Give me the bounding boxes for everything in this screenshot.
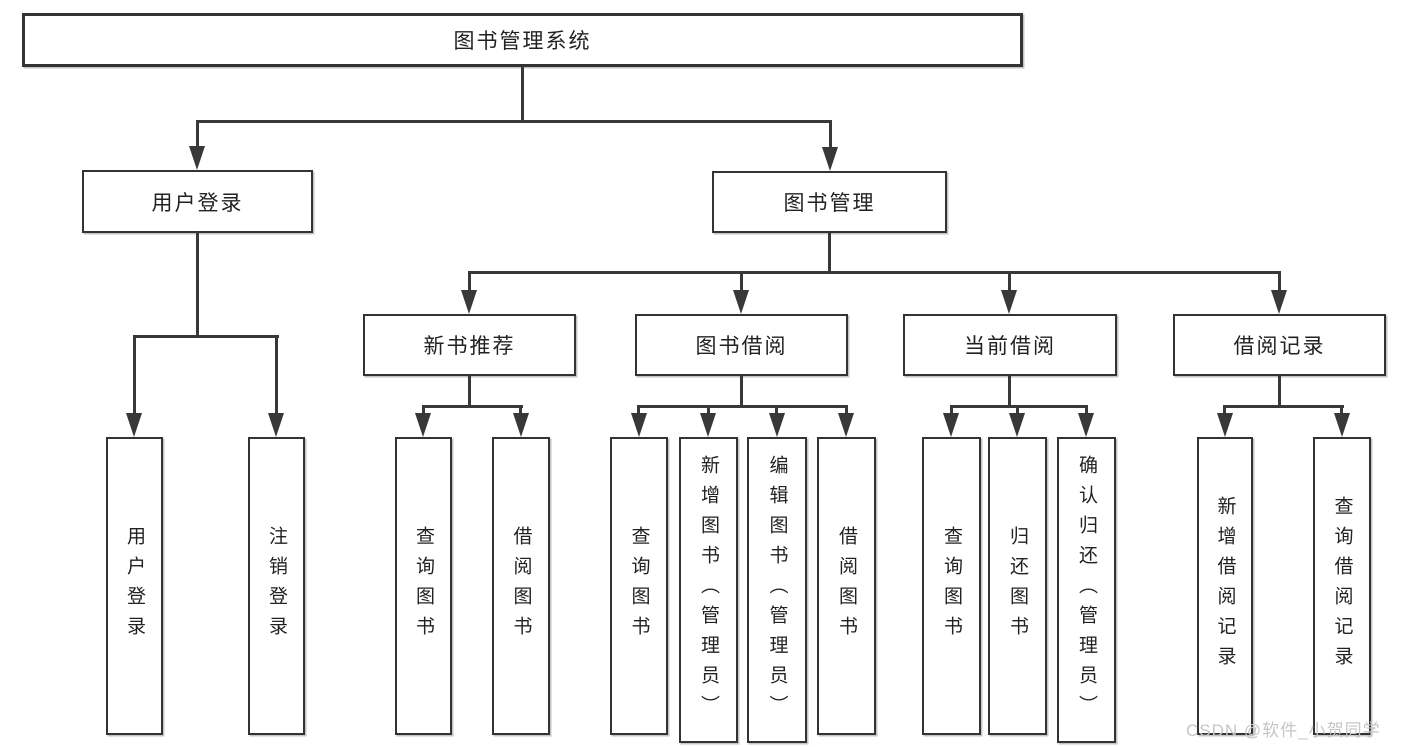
node-root-label: 图书管理系统 (453, 30, 592, 53)
leaf-cb-confirm-return-admin-label: 确认归还（管理员） (1076, 455, 1097, 725)
edge-borrow-records-stem (1278, 376, 1281, 407)
edge-book-management-rail (468, 271, 1281, 274)
leaf-nr-borrow-books-label: 借阅图书 (510, 526, 532, 646)
edge-to-leaf-bb-query (637, 405, 640, 417)
edge-borrow-records-rail (1223, 405, 1344, 408)
edge-to-leaf-user-login (133, 335, 136, 415)
node-borrow-records: 借阅记录 (1173, 314, 1386, 376)
arrow-down-icon (838, 413, 854, 437)
edge-to-leaf-bb-add (707, 405, 710, 417)
node-new-book-recommend: 新书推荐 (363, 314, 576, 376)
leaf-br-add-record-label: 新增借阅记录 (1214, 496, 1236, 676)
leaf-nr-query-books-label: 查询图书 (413, 526, 434, 646)
leaf-logout: 注销登录 (248, 437, 305, 735)
leaf-cb-return-books: 归还图书 (988, 437, 1047, 735)
edge-to-leaf-cb-return (1016, 405, 1019, 417)
leaf-br-query-record-label: 查询借阅记录 (1331, 496, 1353, 676)
edge-book-borrow-stem (740, 376, 743, 407)
edge-to-leaf-cb-query (950, 405, 953, 417)
node-book-borrow: 图书借阅 (635, 314, 848, 376)
edge-to-leaf-cb-confirm (1085, 405, 1088, 417)
leaf-user-login-label: 用户登录 (124, 526, 145, 646)
leaf-bb-edit-books-admin-label: 编辑图书（管理员） (766, 455, 788, 725)
edge-to-current-borrow (1008, 271, 1011, 293)
arrow-down-icon (1001, 290, 1017, 314)
arrow-down-icon (415, 413, 431, 437)
node-book-borrow-label: 图书借阅 (695, 335, 788, 358)
arrow-down-icon (733, 290, 749, 314)
leaf-br-add-record: 新增借阅记录 (1197, 437, 1253, 735)
arrow-down-icon (1078, 413, 1094, 437)
leaf-cb-return-books-label: 归还图书 (1007, 526, 1028, 646)
arrow-down-icon (1334, 413, 1350, 437)
arrow-down-icon (1009, 413, 1025, 437)
edge-root-to-book-management (829, 120, 832, 152)
edge-to-leaf-br-query (1340, 405, 1343, 417)
edge-current-borrow-stem (1008, 376, 1011, 407)
edge-to-leaf-nr-query (422, 405, 425, 417)
edge-root-to-user-login (196, 120, 199, 152)
csdn-watermark: CSDN @软件_小贺同学 (1186, 721, 1381, 740)
leaf-logout-label: 注销登录 (266, 526, 287, 646)
arrow-down-icon (1217, 413, 1233, 437)
leaf-br-query-record: 查询借阅记录 (1313, 437, 1371, 735)
edge-root-rail (196, 120, 832, 123)
leaf-bb-edit-books-admin: 编辑图书（管理员） (747, 437, 807, 743)
leaf-bb-add-books-admin: 新增图书（管理员） (679, 437, 738, 743)
arrow-down-icon (943, 413, 959, 437)
node-book-management: 图书管理 (712, 171, 947, 233)
arrow-down-icon (268, 413, 284, 437)
edge-new-book-recommend-rail (422, 405, 523, 408)
edge-current-borrow-rail (950, 405, 1088, 408)
edge-book-management-stem (828, 233, 831, 273)
edge-to-leaf-br-add (1223, 405, 1226, 417)
edge-to-leaf-bb-borrow (845, 405, 848, 417)
leaf-bb-query-books-label: 查询图书 (628, 526, 650, 646)
arrow-down-icon (513, 413, 529, 437)
edge-to-leaf-bb-edit (775, 405, 778, 417)
node-new-book-recommend-label: 新书推荐 (423, 335, 516, 358)
edge-to-borrow-records (1278, 271, 1281, 293)
edge-new-book-recommend-stem (468, 376, 471, 407)
leaf-bb-add-books-admin-label: 新增图书（管理员） (698, 455, 719, 725)
edge-book-borrow-rail (637, 405, 848, 408)
edge-to-leaf-nr-borrow (519, 405, 522, 417)
arrow-down-icon (769, 413, 785, 437)
leaf-bb-borrow-books: 借阅图书 (817, 437, 876, 735)
leaf-user-login: 用户登录 (106, 437, 163, 735)
node-user-login: 用户登录 (82, 170, 313, 233)
edge-user-login-stem (196, 231, 199, 337)
edge-root-stem (521, 66, 524, 122)
arrow-down-icon (822, 147, 838, 171)
leaf-cb-query-books: 查询图书 (922, 437, 981, 735)
node-book-management-label: 图书管理 (783, 192, 876, 215)
leaf-cb-query-books-label: 查询图书 (941, 526, 962, 646)
node-user-login-label: 用户登录 (151, 191, 244, 215)
arrow-down-icon (1271, 290, 1287, 314)
node-root: 图书管理系统 (22, 13, 1023, 67)
node-current-borrow-label: 当前借阅 (964, 335, 1056, 358)
edge-user-login-rail (133, 335, 279, 338)
arrow-down-icon (700, 413, 716, 437)
edge-to-book-borrow (740, 271, 743, 293)
leaf-bb-query-books: 查询图书 (610, 437, 668, 735)
arrow-down-icon (189, 146, 205, 170)
edge-to-new-book-recommend (468, 271, 471, 293)
arrow-down-icon (461, 290, 477, 314)
leaf-nr-borrow-books: 借阅图书 (492, 437, 550, 735)
node-current-borrow: 当前借阅 (903, 314, 1117, 376)
edge-to-leaf-logout (275, 335, 278, 415)
leaf-cb-confirm-return-admin: 确认归还（管理员） (1057, 437, 1116, 743)
leaf-bb-borrow-books-label: 借阅图书 (836, 526, 857, 646)
node-borrow-records-label: 借阅记录 (1233, 335, 1326, 358)
leaf-nr-query-books: 查询图书 (395, 437, 452, 735)
arrow-down-icon (126, 413, 142, 437)
arrow-down-icon (631, 413, 647, 437)
